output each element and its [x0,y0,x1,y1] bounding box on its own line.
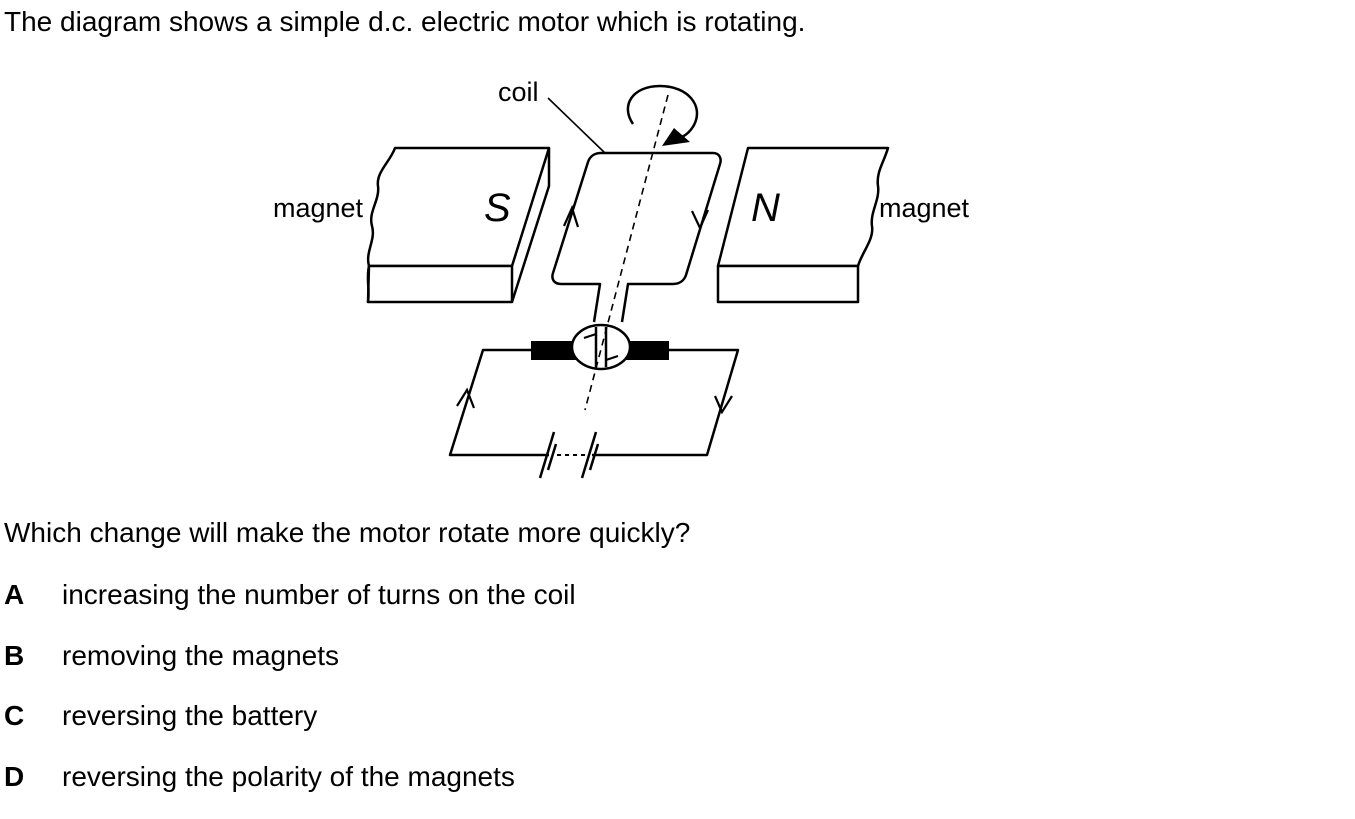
option-a[interactable]: A increasing the number of turns on the … [4,577,576,638]
option-letter: A [4,577,62,613]
coil [552,153,720,322]
option-letter: D [4,759,62,795]
option-letter: C [4,698,62,734]
coil-arrow-down [692,210,708,228]
left-brush [531,341,576,360]
left-magnet-label: magnet [273,193,364,223]
option-text: reversing the battery [62,698,317,734]
coil-leader-line [548,98,605,153]
commutator [572,325,630,369]
right-magnet-label: magnet [879,193,970,223]
option-letter: B [4,638,62,674]
option-text: increasing the number of turns on the co… [62,577,576,613]
left-magnet [368,148,549,302]
north-pole-label: N [751,186,780,230]
question-text: Which change will make the motor rotate … [4,515,690,551]
option-c[interactable]: C reversing the battery [4,698,576,759]
option-b[interactable]: B removing the magnets [4,638,576,699]
right-magnet [718,148,888,302]
rotation-arrow [628,86,697,146]
option-d[interactable]: D reversing the polarity of the magnets [4,759,576,819]
coil-label: coil [498,77,539,107]
rotation-axis [585,95,668,410]
option-text: reversing the polarity of the magnets [62,759,515,795]
option-text: removing the magnets [62,638,339,674]
south-pole-label: S [484,186,511,230]
answer-options: A increasing the number of turns on the … [4,577,576,819]
